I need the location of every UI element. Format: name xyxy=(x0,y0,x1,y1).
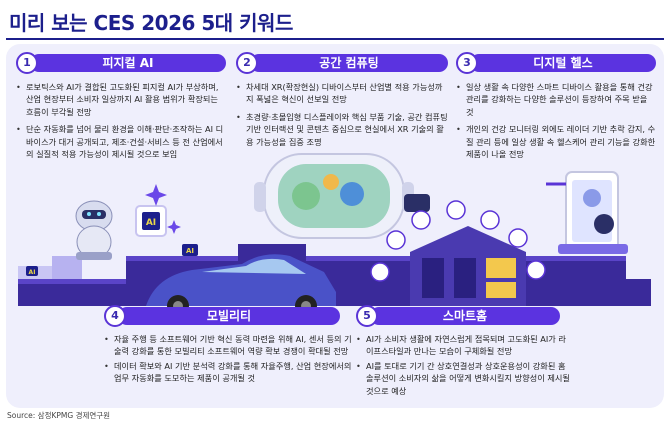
bullet-item: 자율 주행 등 소프트웨어 기반 혁신 동력 마련을 위해 AI, 센서 등의 … xyxy=(104,333,354,358)
section-mobility: 모빌리티 4 자율 주행 등 소프트웨어 기반 혁신 동력 마련을 위해 AI,… xyxy=(104,305,354,390)
title-divider xyxy=(6,38,664,40)
section-title: 디지털 헬스 xyxy=(470,54,656,72)
bullet-item: 데이터 확보와 AI 기반 분석력 강화를 통해 자율주행, 산업 현장에서의 … xyxy=(104,360,354,385)
section-spatial-computing: 공간 컴퓨팅 2 차세대 XR(확장현실) 디바이스부터 산업별 적용 가능성까… xyxy=(236,52,448,153)
section-title: 공간 컴퓨팅 xyxy=(250,54,448,72)
bullet-item: 초경량·초몰입형 디스플레이와 핵심 부품 기술, 공간 컴퓨팅 기반 인터랙션… xyxy=(236,111,448,148)
section-number: 5 xyxy=(356,305,378,327)
section-title: 스마트홈 xyxy=(370,307,560,325)
bullet-item: 로보틱스와 AI가 결합된 고도화된 피지컬 AI가 부상하며, 산업 현장부터… xyxy=(16,81,226,118)
section-physical-ai: 피지컬 AI 1 로보틱스와 AI가 결합된 고도화된 피지컬 AI가 부상하며… xyxy=(16,52,226,165)
section-title: 모빌리티 xyxy=(118,307,340,325)
section-smart-home: 스마트홈 5 AI가 소비자 생활에 자연스럽게 접목되며 고도화된 AI가 라… xyxy=(356,305,570,402)
section-title: 피지컬 AI xyxy=(30,54,226,72)
bullet-item: 차세대 XR(확장현실) 디바이스부터 산업별 적용 가능성까지 폭넓은 혁신이… xyxy=(236,81,448,106)
bullet-item: AI를 토대로 기기 간 상호연결성과 상호운용성이 강화된 홈 솔루션이 소비… xyxy=(356,360,570,397)
section-number: 4 xyxy=(104,305,126,327)
section-digital-health: 디지털 헬스 3 일상 생활 속 다양한 스마트 디바이스 활용을 통해 건강 … xyxy=(456,52,656,165)
bullet-item: 개인의 건강 모니터링 외에도 레이더 기반 추락 감지, 수질 관리 등에 일… xyxy=(456,123,656,160)
section-number: 3 xyxy=(456,52,478,74)
bullet-item: 단순 자동화를 넘어 물리 환경을 이해·판단·조작하는 AI 디바이스가 대거… xyxy=(16,123,226,160)
section-number: 2 xyxy=(236,52,258,74)
section-number: 1 xyxy=(16,52,38,74)
source-note: Source: 삼정KPMG 경제연구원 xyxy=(7,411,111,420)
bullet-item: AI가 소비자 생활에 자연스럽게 접목되며 고도화된 AI가 라이프스타일과 … xyxy=(356,333,570,358)
bullet-item: 일상 생활 속 다양한 스마트 디바이스 활용을 통해 건강 관리를 강화하는 … xyxy=(456,81,656,118)
page-title: 미리 보는 CES 2026 5대 키워드 xyxy=(9,11,293,35)
